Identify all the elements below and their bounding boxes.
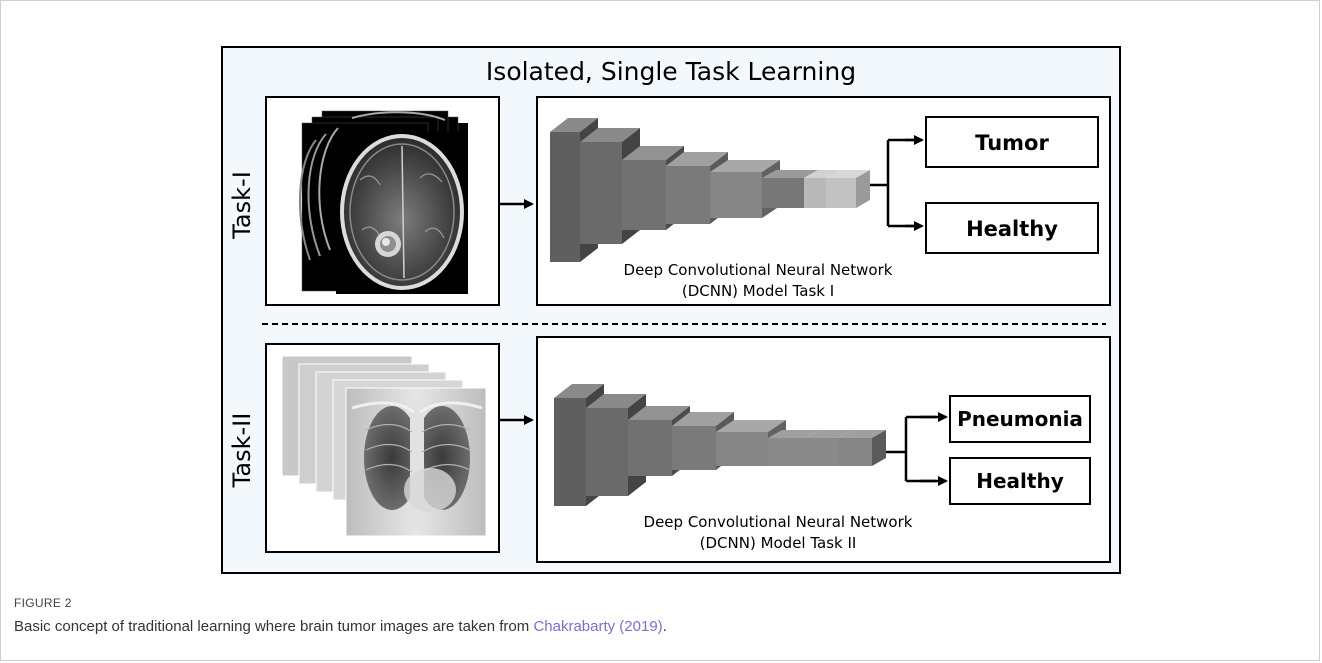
diagram-title: Isolated, Single Task Learning	[486, 57, 856, 86]
figure-caption-end: .	[662, 618, 667, 635]
output-pneumonia-box	[949, 395, 1091, 443]
figure-caption-text: Basic concept of traditional learning wh…	[14, 618, 534, 635]
task-2-model-caption-line2: (DCNN) Model Task II	[700, 534, 857, 552]
task-1-model-caption-line2: (DCNN) Model Task I	[682, 282, 834, 300]
figure-caption: Basic concept of traditional learning wh…	[14, 618, 667, 635]
output-healthy-1-label: Healthy	[966, 217, 1058, 241]
output-healthy-1-box	[925, 202, 1099, 254]
task-2-label: Task-II	[228, 413, 256, 489]
output-healthy-2-box	[949, 457, 1091, 505]
xray-stack	[281, 355, 487, 537]
output-healthy-2-label: Healthy	[976, 469, 1064, 493]
task-1-output-branch	[870, 138, 920, 228]
task-1-label: Task-I	[228, 171, 256, 240]
task-2-output-branch	[886, 415, 936, 483]
task-1-dcnn-blocks	[550, 118, 870, 262]
diagram: Isolated, Single Task Learning Task-I Ta…	[221, 46, 1121, 574]
output-tumor-box	[925, 116, 1099, 168]
mri-stack	[298, 110, 468, 294]
output-pneumonia-label: Pneumonia	[957, 407, 1083, 431]
task-2-model-caption-line1: Deep Convolutional Neural Network	[644, 513, 913, 531]
figure-label: FIGURE 2	[14, 596, 72, 610]
output-tumor-label: Tumor	[975, 131, 1049, 155]
task-1-model-caption-line1: Deep Convolutional Neural Network	[624, 261, 893, 279]
citation-link[interactable]: Chakrabarty (2019)	[533, 618, 663, 635]
task-2-dcnn-blocks	[554, 384, 886, 506]
